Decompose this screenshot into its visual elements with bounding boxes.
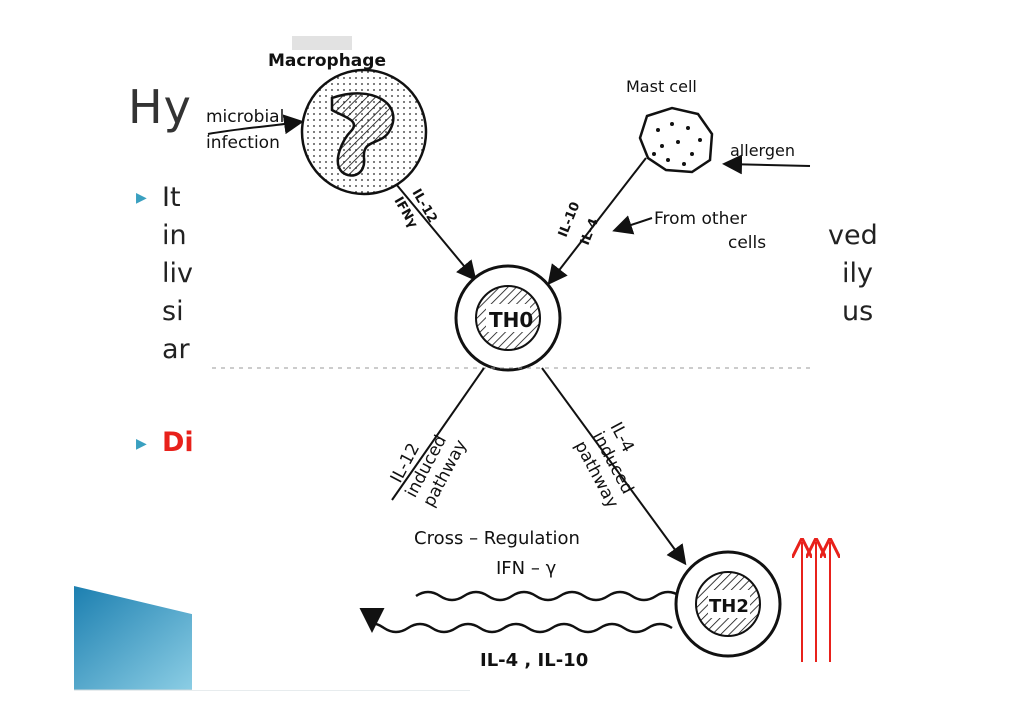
th2-cell [674,550,782,658]
macrophage-to-th0-arrow [395,183,477,282]
scan-smudge [292,36,352,50]
il4-pathway-label: IL-4 induced pathway [570,419,638,512]
allergen-arrow [722,154,811,175]
th0-cell [454,264,562,372]
macrophage-cell [300,68,428,196]
il4-pathway-arrow [541,367,687,566]
from-other-arrow [612,215,653,235]
il10-label: IL-10 [556,200,584,240]
il12-pathway-line [391,367,485,501]
bullet-line-4: si [162,296,184,327]
mastcell-to-th0-arrow [547,157,647,286]
bullet-marker-icon: ▶ [136,436,147,452]
th0-label: TH0 [489,308,533,332]
il4-label: IL-4 [578,216,602,247]
microbial-arrow [207,114,304,135]
infection-label: infection [206,133,280,153]
right-text-fragment: ved [828,220,878,251]
cells-label: cells [728,233,766,253]
il4-il10-wave-arrow [359,607,673,634]
slide-title: Hy [128,80,192,134]
diagram-svg: Macrophage microbial infection Mast cell… [206,36,812,671]
mast-cell [638,106,714,174]
mast-cell-label: Mast cell [626,77,697,96]
cross-regulation-label: Cross – Regulation [414,528,580,549]
right-text-fragment: us [842,296,874,327]
bullet-line-3: liv [162,258,193,289]
bullet-line-1: It [162,182,181,213]
macrophage-label: Macrophage [268,51,386,71]
bullet-line-5: ar [162,334,190,365]
increase-arrows-icon [792,528,852,662]
accent-bar [74,586,200,690]
bullet-marker-icon: ▶ [136,190,147,206]
il12-pathway-label: IL-12 induced pathway [387,432,471,511]
right-text-fragment: ily [842,258,873,289]
th2-label: TH2 [709,596,749,617]
ifn-gamma-cross-label: IFN – γ [496,558,557,579]
bullet-highlight: Di [162,427,194,458]
allergen-label: allergen [730,141,795,160]
il4-il10-label: IL-4 , IL-10 [480,650,588,671]
macrophage-nucleus [330,92,395,177]
th-cell-diagram: Macrophage microbial infection Mast cell… [192,34,824,690]
bullet-line-2: in [162,220,187,251]
microbial-label: microbial [206,107,284,127]
from-other-label: From other [654,209,747,229]
